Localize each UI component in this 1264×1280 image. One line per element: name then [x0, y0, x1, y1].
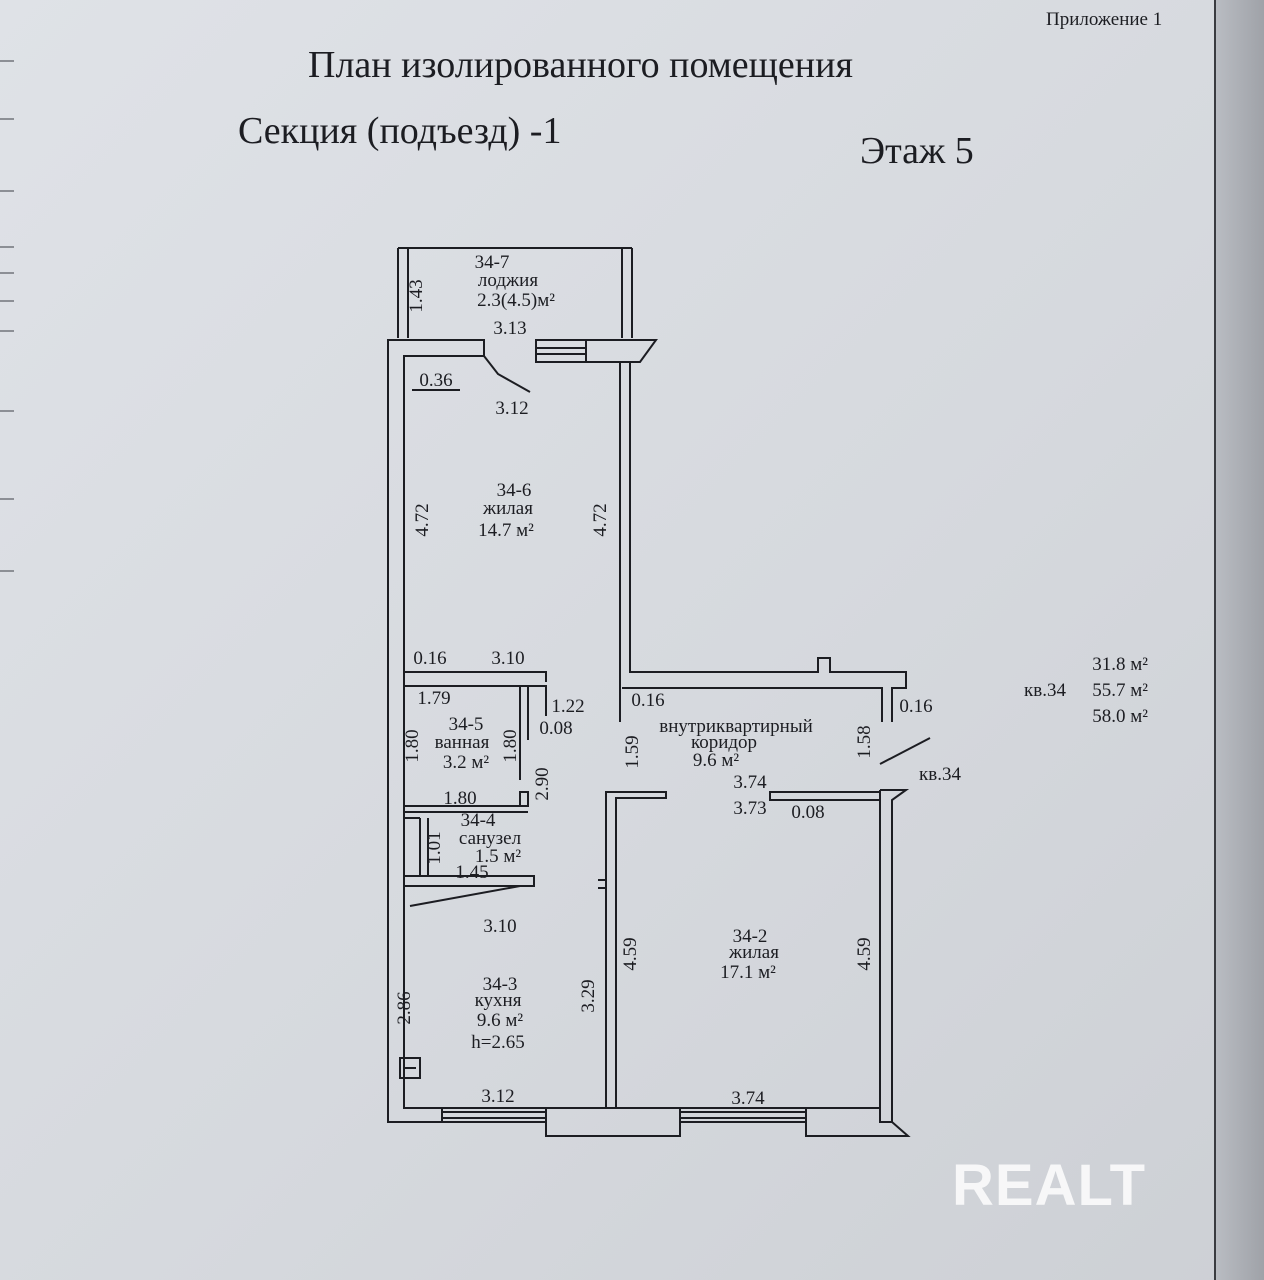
outer-bottom-wall	[442, 1107, 911, 1137]
living1-area: 14.7 м²	[478, 520, 534, 541]
page-edge-shadow	[1216, 0, 1264, 1280]
floor-label: Этаж 5	[860, 130, 974, 172]
summary-apt-label: кв.34	[1024, 680, 1066, 701]
page-border-line	[1214, 0, 1216, 1280]
wc-walls	[404, 817, 429, 876]
living2-id: 34-2	[733, 926, 768, 947]
dim-bath-left: 1.80	[402, 729, 423, 762]
dim-l1-wall-bottom: 0.16	[413, 648, 446, 669]
bath-name: ванная	[435, 732, 490, 753]
summary-total-area: 55.7 м²	[1092, 680, 1148, 701]
bath-top-wall	[403, 671, 547, 716]
dim-kitchen-right: 3.29	[578, 979, 599, 1012]
dim-bath-top: 1.79	[417, 688, 450, 709]
kitchen-name: кухня	[475, 990, 522, 1011]
dim-bath-door: 1.22	[551, 696, 584, 717]
living1-right-wall	[619, 362, 907, 722]
windows	[442, 1111, 806, 1119]
living2-area: 17.1 м²	[720, 962, 776, 983]
living1-name: жилая	[482, 498, 533, 519]
dim-bath-wall: 0.08	[539, 718, 572, 739]
stove-icon	[399, 1057, 421, 1079]
wc-name: санузел	[459, 828, 522, 849]
wc-bottom-wall	[404, 875, 535, 907]
dim-bath-right: 1.80	[500, 729, 521, 762]
dim-corr-width: 3.74	[733, 772, 767, 793]
dim-l2-right: 4.59	[854, 937, 875, 970]
dim-bath-side: 2.90	[532, 767, 553, 800]
dim-l2-left: 4.59	[620, 937, 641, 970]
binding-strip	[0, 0, 14, 1280]
dim-l2-wall: 0.08	[791, 802, 824, 823]
dim-corr-wall-left: 0.16	[631, 690, 664, 711]
dim-l2-bottom: 3.74	[731, 1088, 765, 1109]
balcony-door	[483, 355, 531, 393]
dim-l1-right: 4.72	[590, 503, 611, 536]
corridor-name-1: внутриквартирный	[659, 716, 813, 737]
summary-area-with-loggia: 58.0 м²	[1092, 706, 1148, 727]
wc-area: 1.5 м²	[475, 846, 522, 867]
loggia-id: 34-7	[475, 252, 510, 273]
walls	[387, 247, 931, 1137]
loggia-area: 2.3(4.5)м²	[477, 290, 555, 311]
appendix-label: Приложение 1	[1046, 9, 1163, 30]
corridor-name-2: коридор	[691, 732, 757, 753]
dim-corr-left: 1.59	[622, 735, 643, 768]
summary-living-area: 31.8 м²	[1092, 654, 1148, 675]
dim-l1-bottom: 3.10	[491, 648, 524, 669]
dim-loggia-width: 3.13	[493, 318, 526, 339]
dim-bath-bottom: 1.80	[443, 788, 476, 809]
bath-side-wall	[519, 686, 529, 780]
living2-top-wall	[769, 791, 881, 801]
entrance-door	[879, 737, 931, 765]
corridor-area: 9.6 м²	[693, 750, 740, 771]
bath-area: 3.2 м²	[443, 752, 490, 773]
dim-l1-left: 4.72	[412, 503, 433, 536]
bath-id: 34-5	[449, 714, 484, 735]
kitchen-area: 9.6 м²	[477, 1010, 524, 1031]
dim-wc-bottom: 1.45	[455, 862, 488, 883]
dim-kitchen-left: 2.86	[394, 991, 415, 1024]
dim-l1-top: 3.12	[495, 398, 528, 419]
loggia-name: лоджия	[478, 270, 538, 291]
living2-name: жилая	[728, 942, 779, 963]
outer-left-wall	[387, 339, 485, 1123]
wc-id: 34-4	[461, 810, 496, 831]
dim-l2-top: 3.73	[733, 798, 766, 819]
dim-l1-wall: 0.36	[419, 370, 452, 391]
bath-bottom-wall	[404, 791, 529, 813]
living1-id: 34-6	[497, 480, 532, 501]
plan-title: План изолированного помещения	[308, 44, 853, 86]
section-label: Секция (подъезд) -1	[238, 110, 562, 152]
kitchen-id: 34-3	[483, 974, 518, 995]
living2-right-wall	[879, 789, 910, 1123]
corridor-top-wall	[622, 687, 883, 722]
dim-kitchen-top: 3.10	[483, 916, 516, 937]
balcony-window	[535, 339, 658, 363]
dim-loggia-height: 1.43	[406, 279, 427, 312]
dim-wc-height: 1.01	[424, 831, 445, 864]
realt-watermark: REALT	[952, 1153, 1147, 1218]
loggia-walls	[397, 247, 633, 338]
kitchen-height: h=2.65	[471, 1032, 524, 1053]
dim-corr-wall-right: 0.16	[899, 696, 932, 717]
dim-kitchen-bottom: 3.12	[481, 1086, 514, 1107]
entrance-label: кв.34	[919, 764, 961, 785]
wall-stub	[598, 879, 607, 889]
dim-corr-right: 1.58	[854, 725, 875, 758]
